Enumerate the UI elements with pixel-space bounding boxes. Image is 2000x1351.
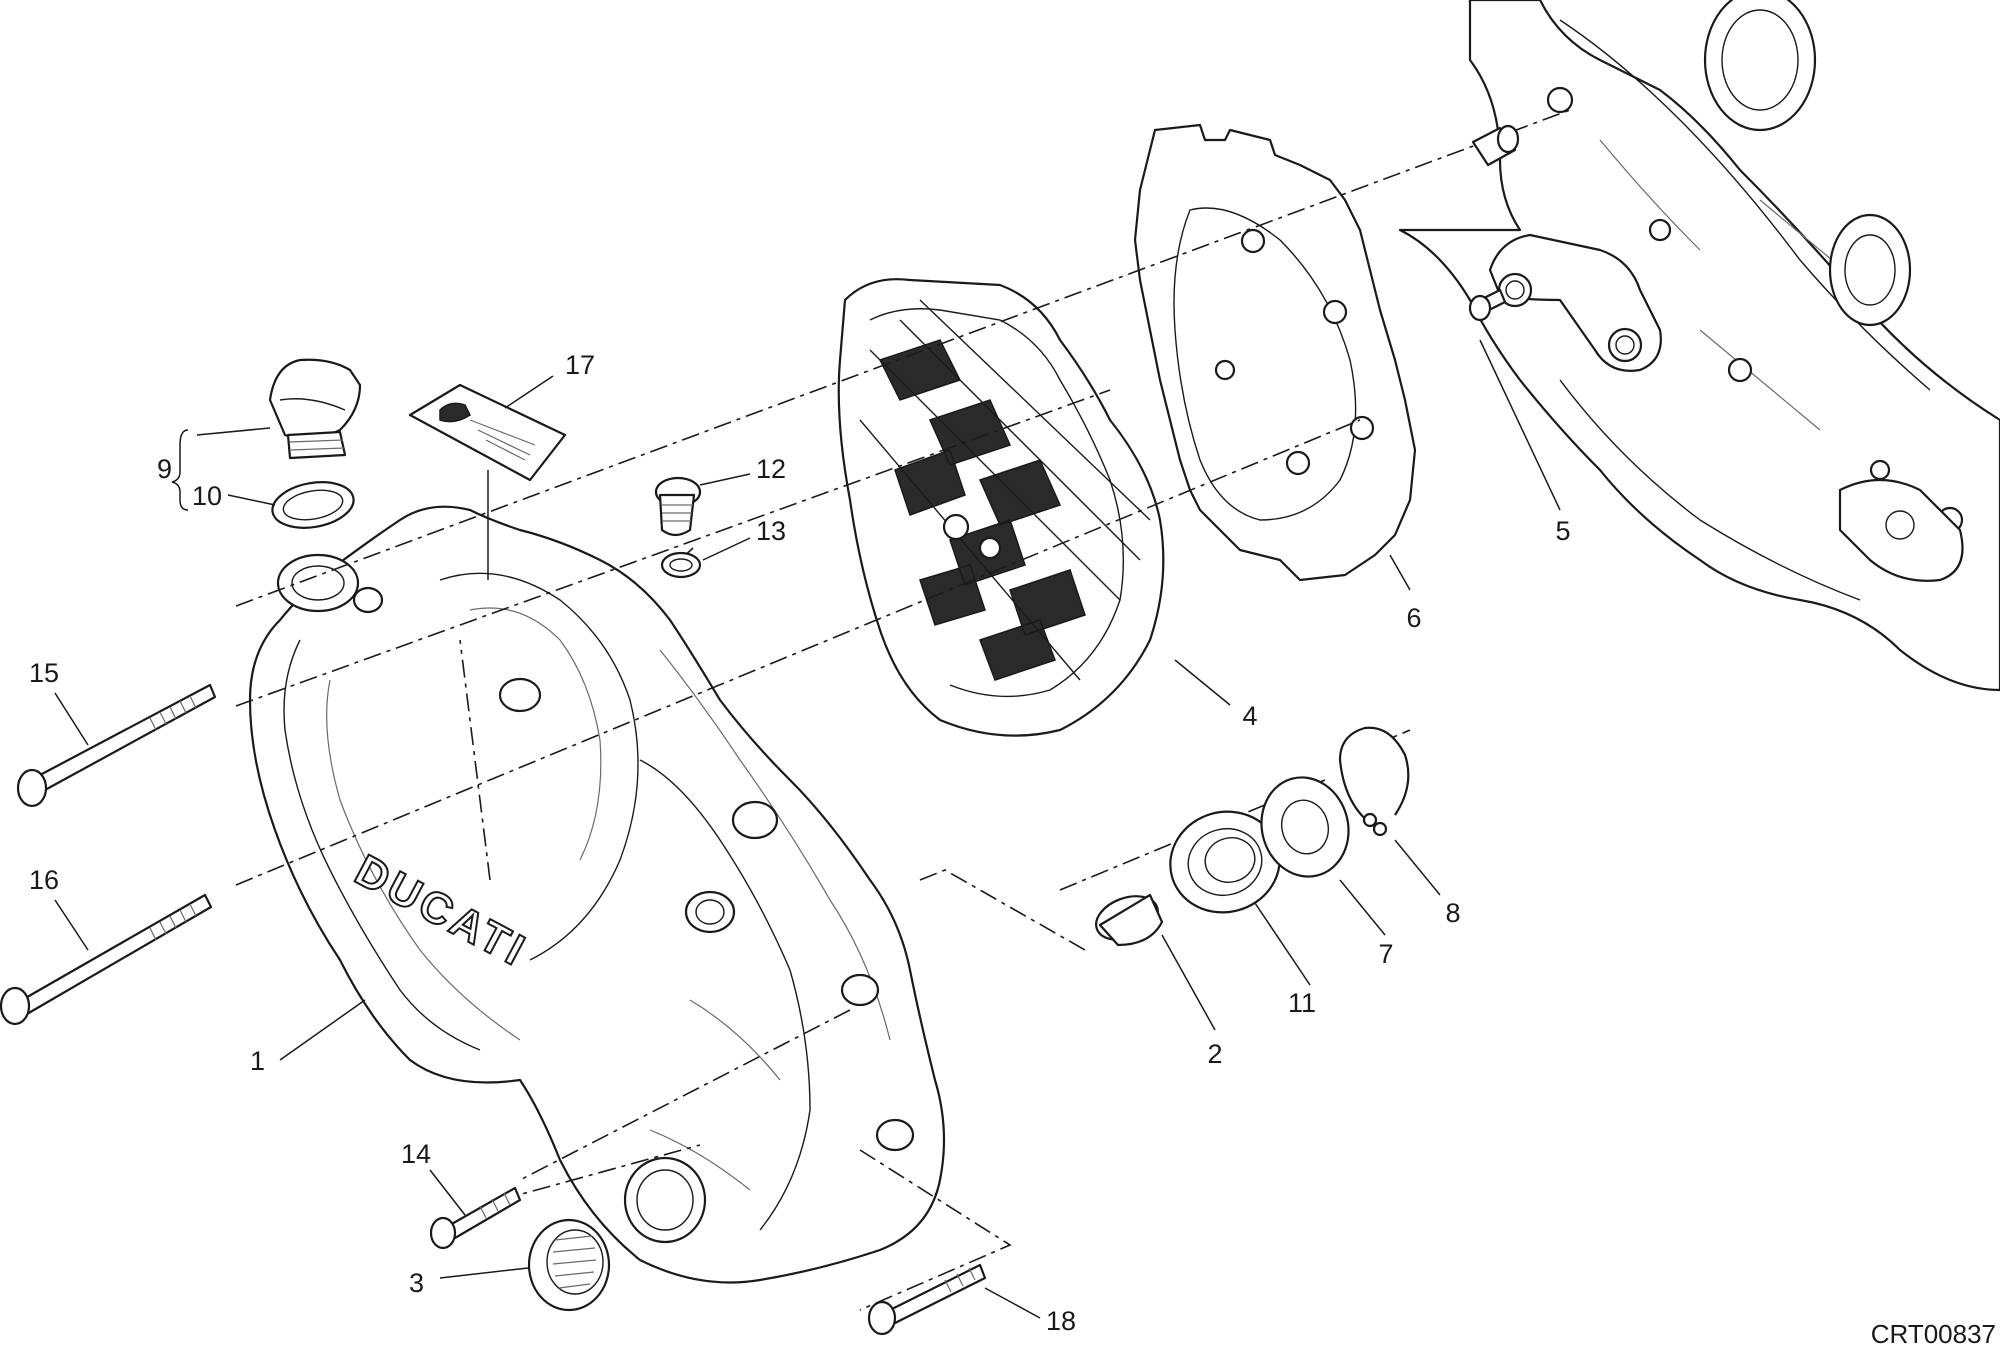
callout-10: 10 [192, 481, 222, 511]
clutch-cover-drawing: DUCATI [248, 505, 946, 1284]
callout-5: 5 [1555, 516, 1570, 546]
short-screw-drawing [429, 1186, 522, 1250]
callout-16: 16 [29, 865, 59, 895]
gasket-drawing [1133, 123, 1417, 582]
oil-seal-drawing [1169, 810, 1281, 914]
washer-drawing [660, 551, 702, 579]
callout-6: 6 [1406, 603, 1421, 633]
callout-17: 17 [565, 350, 595, 380]
dowel-pin-drawing [1468, 124, 1520, 322]
callout-14: 14 [401, 1139, 431, 1169]
inspection-cap-drawing [527, 1218, 611, 1312]
callout-3: 3 [409, 1268, 424, 1298]
callout-1: 1 [250, 1046, 265, 1076]
callout-13: 13 [756, 516, 786, 546]
shim-washer-drawing [1260, 776, 1350, 878]
o-ring-drawing [271, 481, 355, 529]
circlip-drawing [1338, 726, 1410, 837]
callout-4: 4 [1242, 701, 1257, 731]
label-decal-drawing [408, 383, 567, 482]
drawing-code: CRT00837 [1871, 1319, 1996, 1349]
callout-11: 11 [1288, 988, 1316, 1018]
callout-9: 9 [157, 454, 172, 484]
screw-18-drawing [867, 1263, 987, 1336]
callout-labels: 1 2 3 4 5 6 7 8 9 10 11 12 13 14 15 16 1… [29, 350, 1571, 1336]
callout-8: 8 [1445, 898, 1460, 928]
clutch-cover-plate-drawing [837, 278, 1165, 737]
long-screw-top-drawing [16, 683, 217, 808]
long-screw-bottom-drawing [0, 893, 213, 1026]
plug-screw-drawing [654, 476, 702, 537]
crankcase-drawing [1398, 0, 2000, 692]
oil-filler-cap-drawing [268, 358, 362, 460]
bushing-drawing [1095, 893, 1164, 947]
callout-15: 15 [29, 658, 59, 688]
callout-18: 18 [1046, 1306, 1076, 1336]
callout-12: 12 [756, 454, 786, 484]
callout-2: 2 [1207, 1039, 1222, 1069]
callout-7: 7 [1378, 939, 1393, 969]
leader-lines [54, 339, 1561, 1319]
